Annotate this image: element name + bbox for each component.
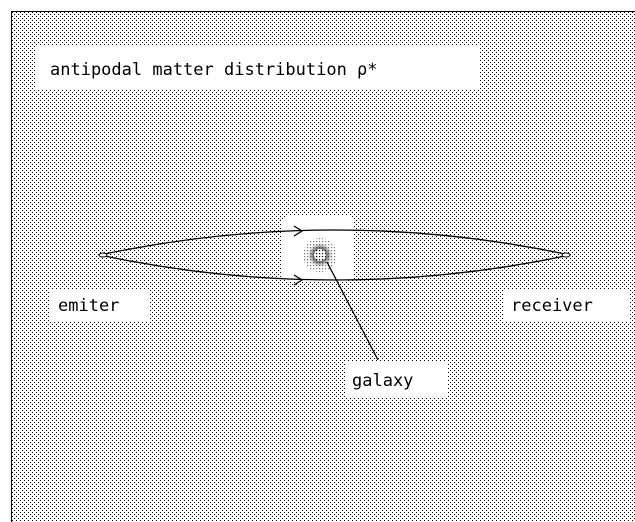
galaxy-label: galaxy xyxy=(352,371,413,391)
receiver-label-box xyxy=(504,289,630,321)
receiver-label: receiver xyxy=(511,296,593,316)
upper-light-ray xyxy=(99,229,571,256)
emitter-label-box xyxy=(50,289,149,321)
emitter-point xyxy=(98,252,108,258)
galaxy-label-box xyxy=(345,362,447,398)
diagram-frame xyxy=(11,11,635,522)
galaxy-icon xyxy=(303,238,337,272)
title-label-box xyxy=(36,46,479,90)
lower-light-ray xyxy=(99,254,571,281)
emitter-label: emiter xyxy=(58,296,119,316)
receiver-point xyxy=(561,252,571,258)
diagram-title: antipodal matter distribution ρ* xyxy=(50,60,378,80)
lower-ray-arrow xyxy=(293,274,304,286)
galaxy-pointer-line xyxy=(326,261,379,361)
upper-ray-arrow xyxy=(293,225,304,237)
